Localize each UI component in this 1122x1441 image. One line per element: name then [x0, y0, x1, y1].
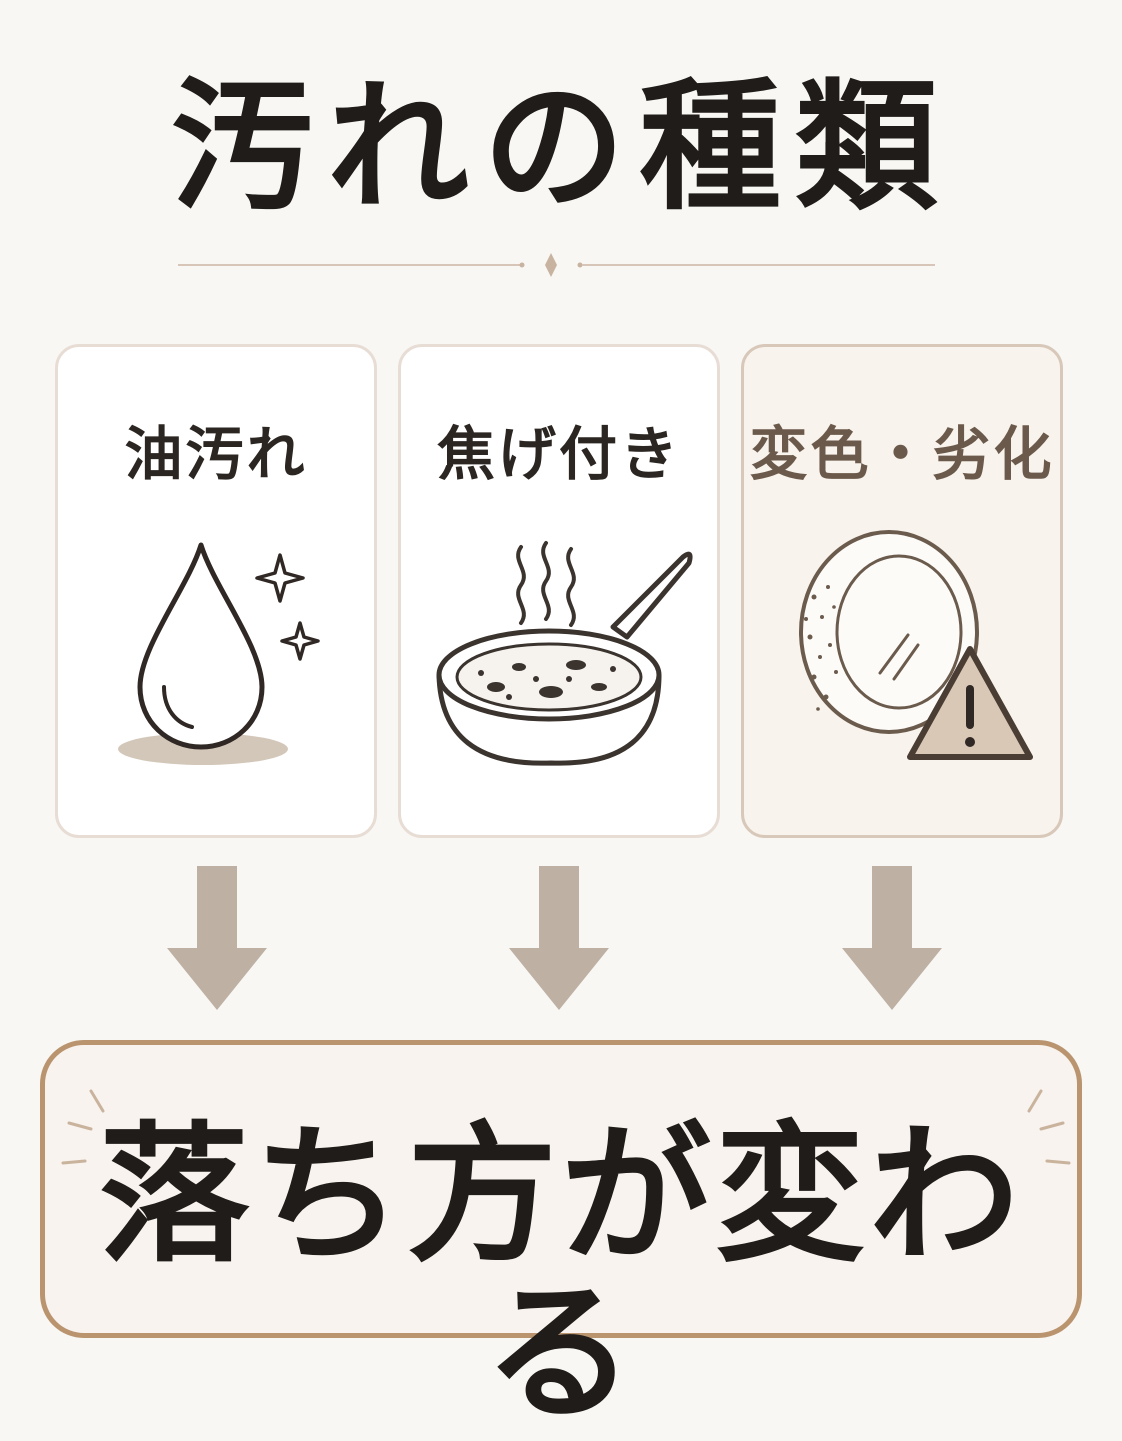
discolored-plate-warning-icon	[799, 530, 1033, 760]
down-arrow-icon	[167, 866, 267, 1010]
emphasis-lines-icon	[61, 1089, 1071, 1165]
card-burnt-residue: 焦げ付き	[398, 344, 720, 838]
result-text: 落ち方が変わる	[98, 1107, 1023, 1441]
down-arrow-icon	[509, 866, 609, 1010]
card-title: 変色・劣化	[749, 420, 1055, 488]
card-title: 油汚れ	[124, 420, 308, 488]
result-banner: 落ち方が変わる	[40, 1040, 1082, 1431]
ornamental-divider	[178, 253, 935, 277]
card-discoloration: 変色・劣化	[741, 344, 1063, 838]
burnt-frying-pan-icon	[436, 541, 693, 766]
card-oil-stain: 油汚れ	[55, 344, 377, 838]
page-title: 汚れの種類	[171, 64, 951, 230]
card-title: 焦げ付き	[436, 420, 681, 488]
oil-drop-sparkle-icon	[118, 542, 320, 765]
down-arrow-icon	[842, 866, 942, 1010]
